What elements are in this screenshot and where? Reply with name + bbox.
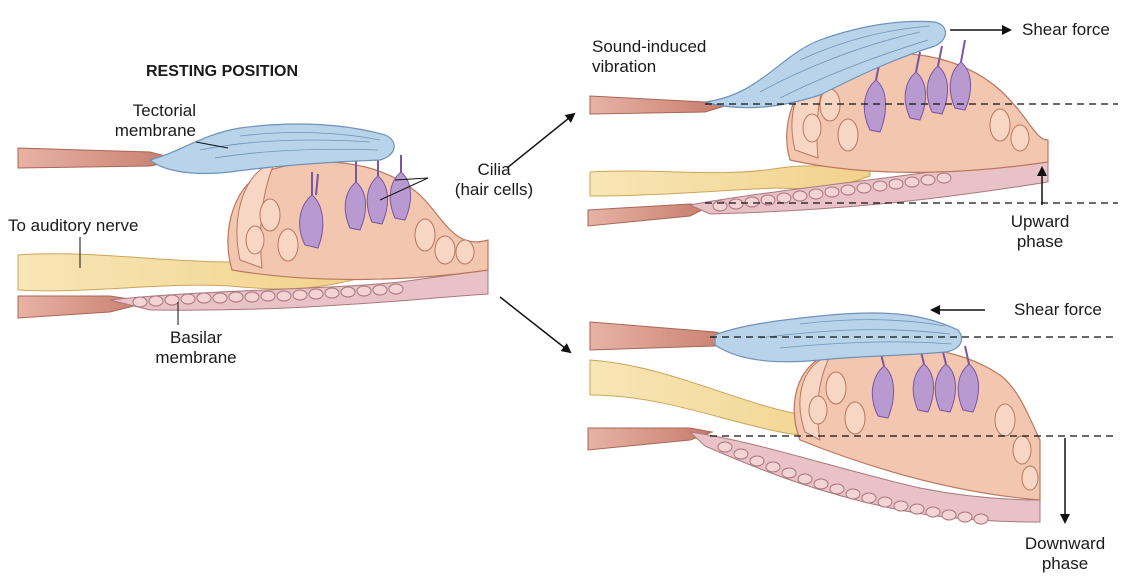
basilar-membrane-label-line2: membrane <box>140 348 252 368</box>
cilia-label: Cilia (hair cells) <box>432 160 556 200</box>
tectorial-membrane-label: Tectorial membrane <box>88 101 196 141</box>
outer-hair-cells <box>345 155 410 230</box>
shear-force-bottom-label: Shear force <box>1014 300 1102 320</box>
basilar-membrane-label: Basilar membrane <box>140 328 252 368</box>
upward-bony-shelf <box>590 96 725 114</box>
sound-vibration-label-line1: Sound-induced <box>592 37 706 57</box>
downward-phase-label: Downward phase <box>1002 534 1128 574</box>
shear-force-top-label: Shear force <box>1022 20 1110 40</box>
sound-vibration-label: Sound-induced vibration <box>592 37 706 77</box>
downward-organ <box>588 310 1118 524</box>
tectorial-membrane-label-line1: Tectorial <box>88 101 196 121</box>
upward-phase-label: Upward phase <box>988 212 1092 252</box>
resting-position-title: RESTING POSITION <box>146 62 298 82</box>
upward-phase-label-line1: Upward <box>988 212 1092 232</box>
cilia-label-line2: (hair cells) <box>432 180 556 200</box>
tectorial-membrane-label-line2: membrane <box>88 121 196 141</box>
sound-vibration-label-line2: vibration <box>592 57 706 77</box>
basilar-membrane-label-line1: Basilar <box>140 328 252 348</box>
downward-phase-label-line1: Downward <box>1002 534 1128 554</box>
downward-lower-bone <box>588 428 712 450</box>
downward-phase-label-line2: phase <box>1002 554 1128 574</box>
cilia-label-line1: Cilia <box>432 160 556 180</box>
arrow-to-downward <box>500 297 570 352</box>
auditory-nerve-label: To auditory nerve <box>8 216 138 236</box>
upward-phase-label-line2: phase <box>988 232 1092 252</box>
upward-lower-bone <box>588 204 710 226</box>
